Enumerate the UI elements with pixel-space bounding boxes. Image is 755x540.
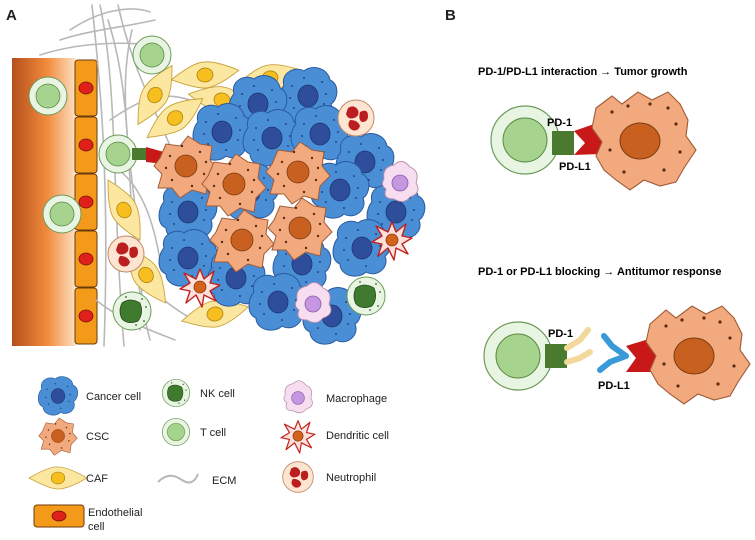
pd1-receptor-large (552, 131, 574, 155)
legend-macrophage-label: Macrophage (326, 393, 387, 405)
interaction-title: PD-1/PD-L1 interaction → Tumor growth (478, 66, 688, 78)
legend-cancer-cell-label: Cancer cell (86, 391, 141, 403)
legend-ecm-label: ECM (212, 475, 236, 487)
cancer-cell-icon (37, 376, 78, 416)
endothelial-cell (74, 287, 98, 345)
panel-b-label: B (445, 7, 456, 24)
neutrophil (337, 99, 375, 137)
pd1-receptor (132, 148, 146, 160)
legend-endothelial-label-1: Endothelial (88, 507, 142, 519)
legend-csc: CSC (38, 417, 109, 456)
endothelial-cell (74, 59, 98, 117)
anti-pd1-antibody (564, 327, 593, 365)
dendritic-cell-icon (280, 420, 316, 454)
legend-cancer-cell: Cancer cell (37, 376, 141, 416)
legend-dendritic-cell: Dendritic cell (280, 420, 389, 454)
nk-cell-icon (161, 378, 191, 408)
pd1-label-bottom: PD-1 (548, 328, 573, 340)
pd1-receptor-blocked (545, 344, 567, 368)
legend-dendritic-cell-label: Dendritic cell (326, 430, 389, 442)
macrophage-icon (283, 380, 313, 414)
ecm-fiber-icon (157, 473, 199, 484)
pdl1-label-bottom: PD-L1 (598, 380, 630, 392)
t-cell-engaged (98, 134, 138, 174)
cancer-cells (158, 67, 426, 345)
csc-icon (38, 417, 78, 456)
legend: Cancer cell CSC CAF Endothelial cell NK … (28, 376, 389, 533)
pdl1-ligand-blocked (626, 338, 656, 372)
t-cell (132, 35, 172, 75)
panel-a-label: A (6, 7, 17, 24)
legend-t-cell: T cell (161, 417, 226, 447)
legend-endothelial-label-2: cell (88, 521, 105, 533)
legend-endothelial: Endothelial cell (33, 504, 142, 533)
endothelial-cell (74, 116, 98, 174)
t-cell-in-vessel (28, 76, 68, 116)
legend-ecm: ECM (157, 473, 236, 487)
legend-csc-label: CSC (86, 431, 109, 443)
legend-nk-cell: NK cell (161, 378, 235, 408)
neutrophil (107, 235, 145, 273)
neutrophil-icon (282, 461, 314, 493)
anti-pdl1-antibody (597, 333, 629, 373)
nk-cell (346, 276, 386, 316)
legend-caf-label: CAF (86, 473, 108, 485)
interaction-scene (490, 91, 697, 191)
t-cell-icon (161, 417, 191, 447)
legend-neutrophil-label: Neutrophil (326, 472, 376, 484)
pd1-label-top: PD-1 (547, 117, 572, 129)
nk-cell (112, 291, 152, 331)
legend-t-cell-label: T cell (200, 427, 226, 439)
pdl1-label-top: PD-L1 (559, 161, 591, 173)
caf (169, 56, 241, 94)
legend-neutrophil: Neutrophil (282, 461, 376, 493)
t-cell-large-blocked (483, 321, 553, 391)
t-cell-in-vessel (42, 194, 82, 234)
tumor-cell-large (591, 91, 697, 191)
legend-macrophage: Macrophage (283, 380, 387, 414)
caf-icon (28, 466, 88, 490)
endothelial-cell (74, 230, 98, 288)
tumor-cell-large-blocked (645, 305, 751, 405)
endothelial-lining (74, 59, 98, 345)
legend-caf: CAF (28, 466, 108, 490)
macrophage (294, 281, 332, 324)
macrophage (381, 160, 419, 203)
blocking-scene (483, 305, 751, 405)
blocking-title: PD-1 or PD-L1 blocking → Antitumor respo… (478, 266, 721, 278)
legend-nk-cell-label: NK cell (200, 388, 235, 400)
